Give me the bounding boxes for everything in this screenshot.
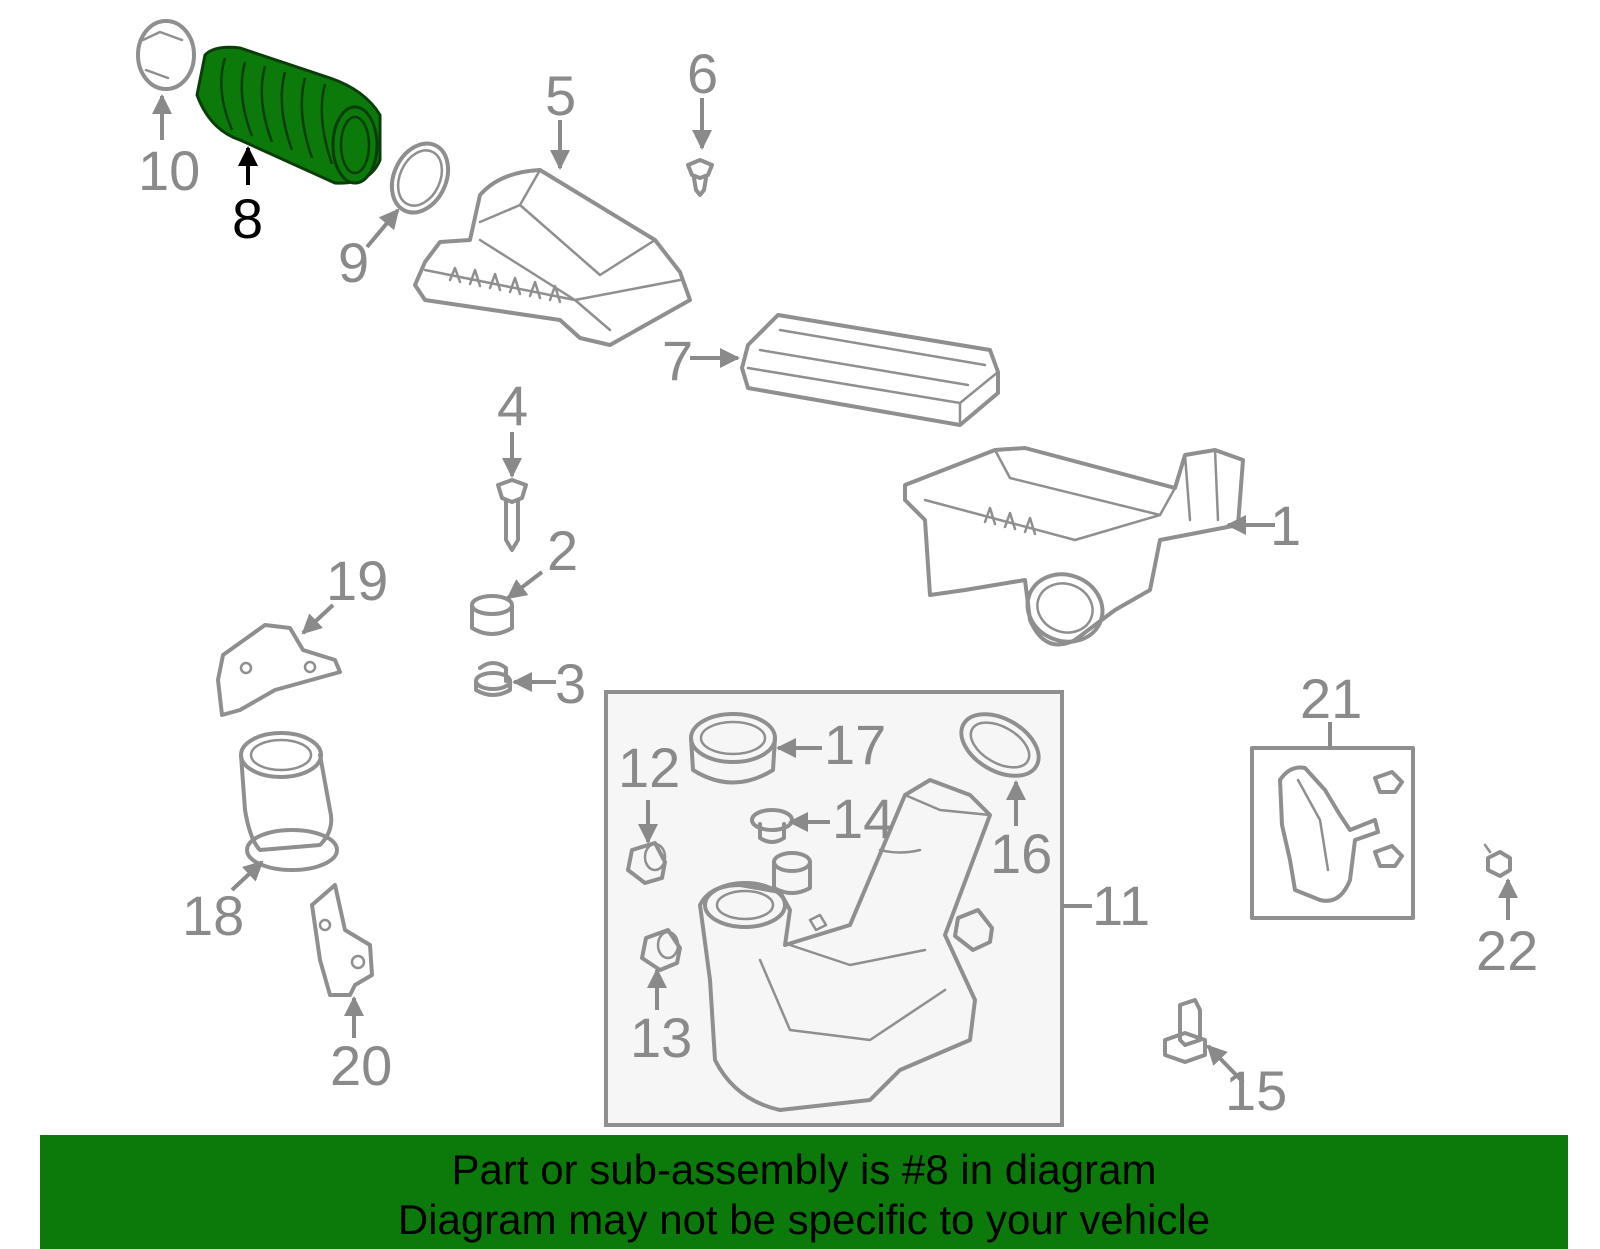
callout-8: 8 (232, 187, 263, 250)
part-21-duct-group[interactable] (1250, 746, 1415, 920)
part-3-grommet[interactable] (474, 661, 512, 697)
part-20-bracket[interactable] (310, 883, 374, 997)
callout-11: 11 (1092, 874, 1150, 937)
part-1-air-cleaner-housing[interactable] (903, 446, 1245, 652)
part-11-resonator-group[interactable] (604, 690, 1064, 1127)
part-8-intake-hose[interactable] (195, 45, 382, 185)
callout-3: 3 (555, 652, 586, 715)
part-19-bracket[interactable] (216, 623, 342, 717)
part-9-seal-ring[interactable] (381, 134, 459, 221)
callout-20: 20 (330, 1034, 392, 1097)
callout-10: 10 (138, 139, 200, 202)
callout-15: 15 (1225, 1059, 1287, 1122)
part-16-ring[interactable] (951, 701, 1050, 788)
part-22-bolt[interactable] (1483, 843, 1512, 878)
info-banner: Part or sub-assembly is #8 in diagram Di… (40, 1135, 1568, 1249)
callout-9: 9 (338, 231, 369, 294)
banner-line-2: Diagram may not be specific to your vehi… (397, 1196, 1211, 1243)
callout-7: 7 (662, 329, 693, 392)
callout-6: 6 (687, 42, 718, 105)
banner-line-1: Part or sub-assembly is #8 in diagram (451, 1146, 1157, 1193)
part-7-air-filter[interactable] (740, 313, 1000, 427)
leader-lines (152, 94, 1518, 1084)
part-10-clamp[interactable] (136, 19, 196, 91)
callout-labels: 10 8 9 5 6 7 4 2 3 1 19 18 20 17 12 14 1… (138, 42, 1538, 1122)
part-2-grommet[interactable] (470, 594, 514, 636)
callout-5: 5 (545, 64, 576, 127)
callout-12: 12 (618, 736, 680, 799)
part-11-bushing (953, 908, 994, 952)
part-4-clip[interactable] (496, 478, 528, 552)
callout-21: 21 (1300, 667, 1362, 730)
callout-17: 17 (824, 713, 886, 776)
part-18-duct[interactable] (239, 731, 339, 872)
part-5-air-cleaner-cover[interactable] (413, 168, 692, 347)
part-13-bushing[interactable] (640, 928, 682, 972)
callout-13: 13 (630, 1006, 692, 1069)
part-15-bolt[interactable] (1163, 998, 1207, 1064)
callout-18: 18 (182, 884, 244, 947)
callout-4: 4 (497, 374, 528, 437)
callout-16: 16 (990, 822, 1052, 885)
callout-14: 14 (832, 787, 894, 850)
part-6-clip[interactable] (686, 158, 714, 197)
callout-22: 22 (1476, 919, 1538, 982)
callout-2: 2 (547, 519, 578, 582)
part-11-resonator[interactable] (698, 778, 992, 1112)
callout-1: 1 (1270, 494, 1301, 557)
callout-19: 19 (326, 549, 388, 612)
part-17-ring[interactable] (689, 712, 777, 785)
